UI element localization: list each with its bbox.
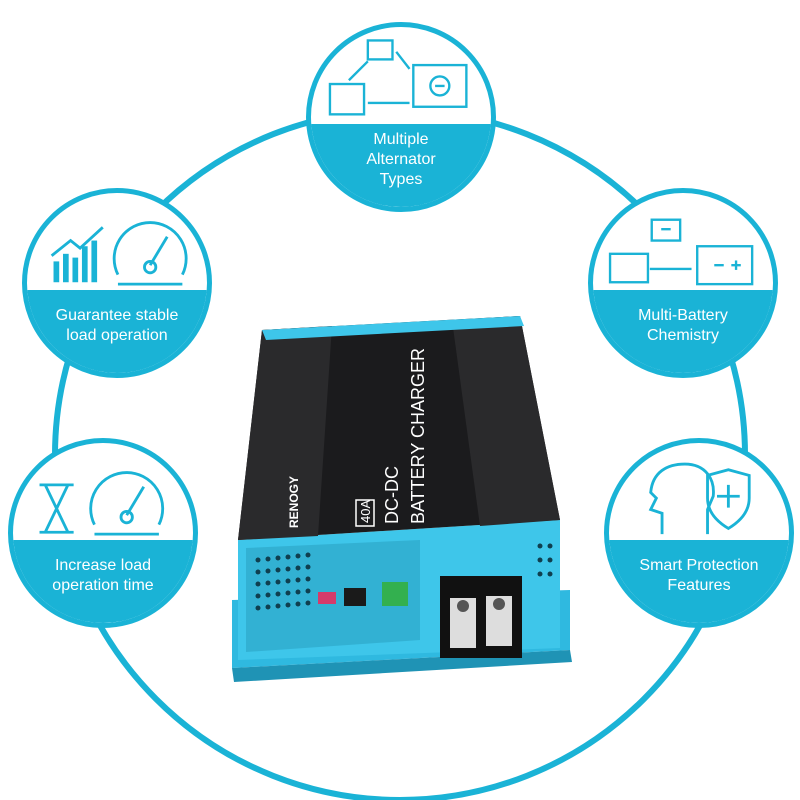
feature-label: Guarantee stable load operation bbox=[55, 307, 179, 345]
feature-guarantee-stable-load: Guarantee stable load operation bbox=[22, 188, 212, 378]
device-title-line1: DC-DC bbox=[382, 466, 402, 524]
device-vent-holes bbox=[255, 543, 553, 611]
feature-label: Increase load operation time bbox=[52, 557, 154, 595]
gauge-chart-icon bbox=[50, 221, 188, 286]
feature-multi-battery-chemistry: Multi-Battery Chemistry bbox=[588, 188, 778, 378]
feature-label: Multiple Alternator Types bbox=[366, 131, 436, 189]
green-terminal-block bbox=[382, 582, 408, 606]
device-rating: 40A bbox=[358, 500, 373, 523]
feature-increase-load-operation-time: Increase load operation time bbox=[8, 438, 198, 628]
device-title-line2: BATTERY CHARGER bbox=[408, 348, 428, 524]
device-fin-left bbox=[238, 326, 332, 540]
feature-label: Smart Protection Features bbox=[639, 557, 759, 595]
battery-icon bbox=[608, 218, 754, 286]
hourglass-gauge-icon bbox=[39, 471, 165, 536]
dip-switch bbox=[318, 592, 336, 604]
alternator-icon bbox=[328, 39, 468, 116]
device-brand: RENOGY bbox=[287, 476, 301, 528]
feature-label: Multi-Battery Chemistry bbox=[638, 307, 728, 345]
feature-multiple-alternator-types: Multiple Alternator Types bbox=[306, 22, 496, 212]
head-shield-icon bbox=[648, 462, 751, 535]
rj45-port bbox=[344, 588, 366, 606]
device-fin-right bbox=[452, 316, 560, 526]
feature-smart-protection: Smart Protection Features bbox=[604, 438, 794, 628]
